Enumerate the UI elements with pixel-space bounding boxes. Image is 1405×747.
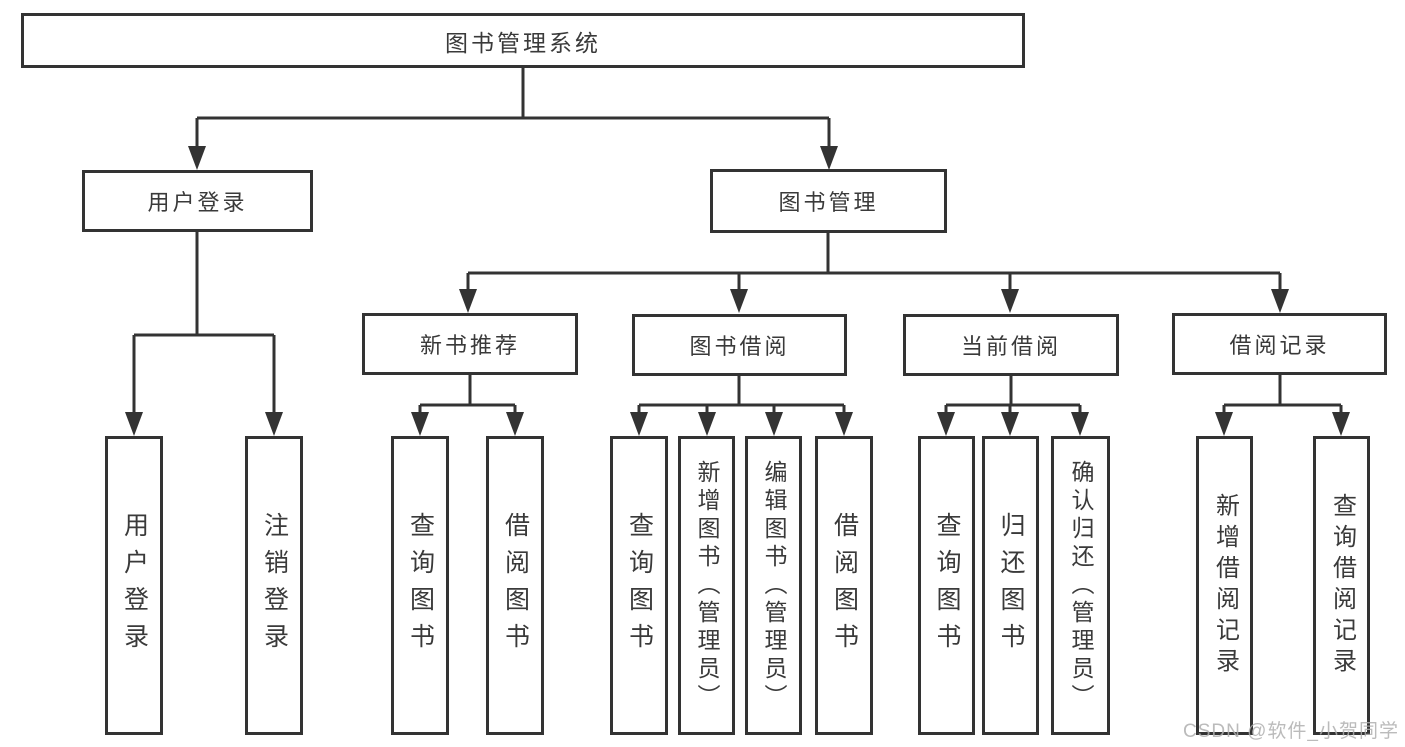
- arrowhead: [937, 412, 955, 436]
- arrowhead: [765, 412, 783, 436]
- leaf-label: 编辑图书（管理员）: [761, 459, 787, 712]
- leaf-query-borrow-record: 查询借阅记录: [1313, 436, 1370, 735]
- arrowhead: [459, 289, 477, 313]
- node-label: 用户登录: [147, 190, 248, 215]
- node-label: 当前借阅: [960, 334, 1061, 359]
- leaf-label: 注销登录: [260, 511, 289, 660]
- arrowhead: [411, 412, 429, 436]
- node-borrow-records: 借阅记录: [1172, 313, 1387, 375]
- node-label: 图书管理系统: [445, 29, 601, 56]
- leaf-label: 用户登录: [120, 511, 149, 660]
- node-current-borrow: 当前借阅: [903, 314, 1119, 376]
- leaf-label: 新增借阅记录: [1211, 492, 1239, 679]
- leaf-query-book: 查询图书: [391, 436, 449, 735]
- node-label: 图书借阅: [689, 334, 790, 359]
- arrowhead: [630, 412, 648, 436]
- leaf-label: 查询图书: [625, 511, 654, 660]
- node-label: 新书推荐: [419, 333, 520, 358]
- connector-lines: [132, 68, 1343, 414]
- leaf-logout-login: 注销登录: [245, 436, 303, 735]
- csdn-watermark: CSDN @软件_小贺同学: [1183, 721, 1399, 742]
- node-user-login: 用户登录: [82, 170, 313, 232]
- node-label: 借阅记录: [1229, 333, 1330, 358]
- arrowhead: [265, 412, 283, 436]
- leaf-label: 借阅图书: [830, 511, 859, 660]
- leaf-label: 查询借阅记录: [1328, 492, 1356, 679]
- arrowhead: [1001, 289, 1019, 313]
- leaf-return-book: 归还图书: [982, 436, 1039, 735]
- arrowhead: [1071, 412, 1089, 436]
- leaf-label: 借阅图书: [501, 511, 530, 660]
- leaf-label: 确认归还（管理员）: [1068, 459, 1094, 712]
- leaf-label: 归还图书: [997, 511, 1025, 660]
- leaf-edit-book-admin: 编辑图书（管理员）: [745, 436, 802, 735]
- leaf-confirm-return-admin: 确认归还（管理员）: [1051, 436, 1110, 735]
- leaf-label: 查询图书: [933, 511, 961, 660]
- arrowhead: [698, 412, 716, 436]
- leaf-query-book: 查询图书: [918, 436, 975, 735]
- node-book-borrow: 图书借阅: [632, 314, 847, 376]
- arrowhead: [506, 412, 524, 436]
- arrowhead: [1001, 412, 1019, 436]
- node-new-book-recommend: 新书推荐: [362, 313, 578, 375]
- arrowhead: [1332, 412, 1350, 436]
- arrowhead: [820, 146, 838, 170]
- node-label: 图书管理: [778, 190, 879, 215]
- arrowhead: [1271, 289, 1289, 313]
- leaf-borrow-book: 借阅图书: [815, 436, 873, 735]
- arrowhead: [125, 412, 143, 436]
- leaf-label: 查询图书: [406, 511, 435, 660]
- arrowhead: [730, 289, 748, 313]
- node-library-management-system: 图书管理系统: [21, 13, 1025, 68]
- leaf-user-login: 用户登录: [105, 436, 163, 735]
- arrowhead: [1215, 412, 1233, 436]
- arrowhead: [835, 412, 853, 436]
- leaf-query-book: 查询图书: [610, 436, 668, 735]
- leaf-label: 新增图书（管理员）: [694, 459, 720, 712]
- arrowhead: [188, 146, 206, 170]
- leaf-add-borrow-record: 新增借阅记录: [1196, 436, 1253, 735]
- leaf-borrow-book: 借阅图书: [486, 436, 544, 735]
- leaf-add-book-admin: 新增图书（管理员）: [678, 436, 735, 735]
- node-book-management: 图书管理: [710, 169, 947, 233]
